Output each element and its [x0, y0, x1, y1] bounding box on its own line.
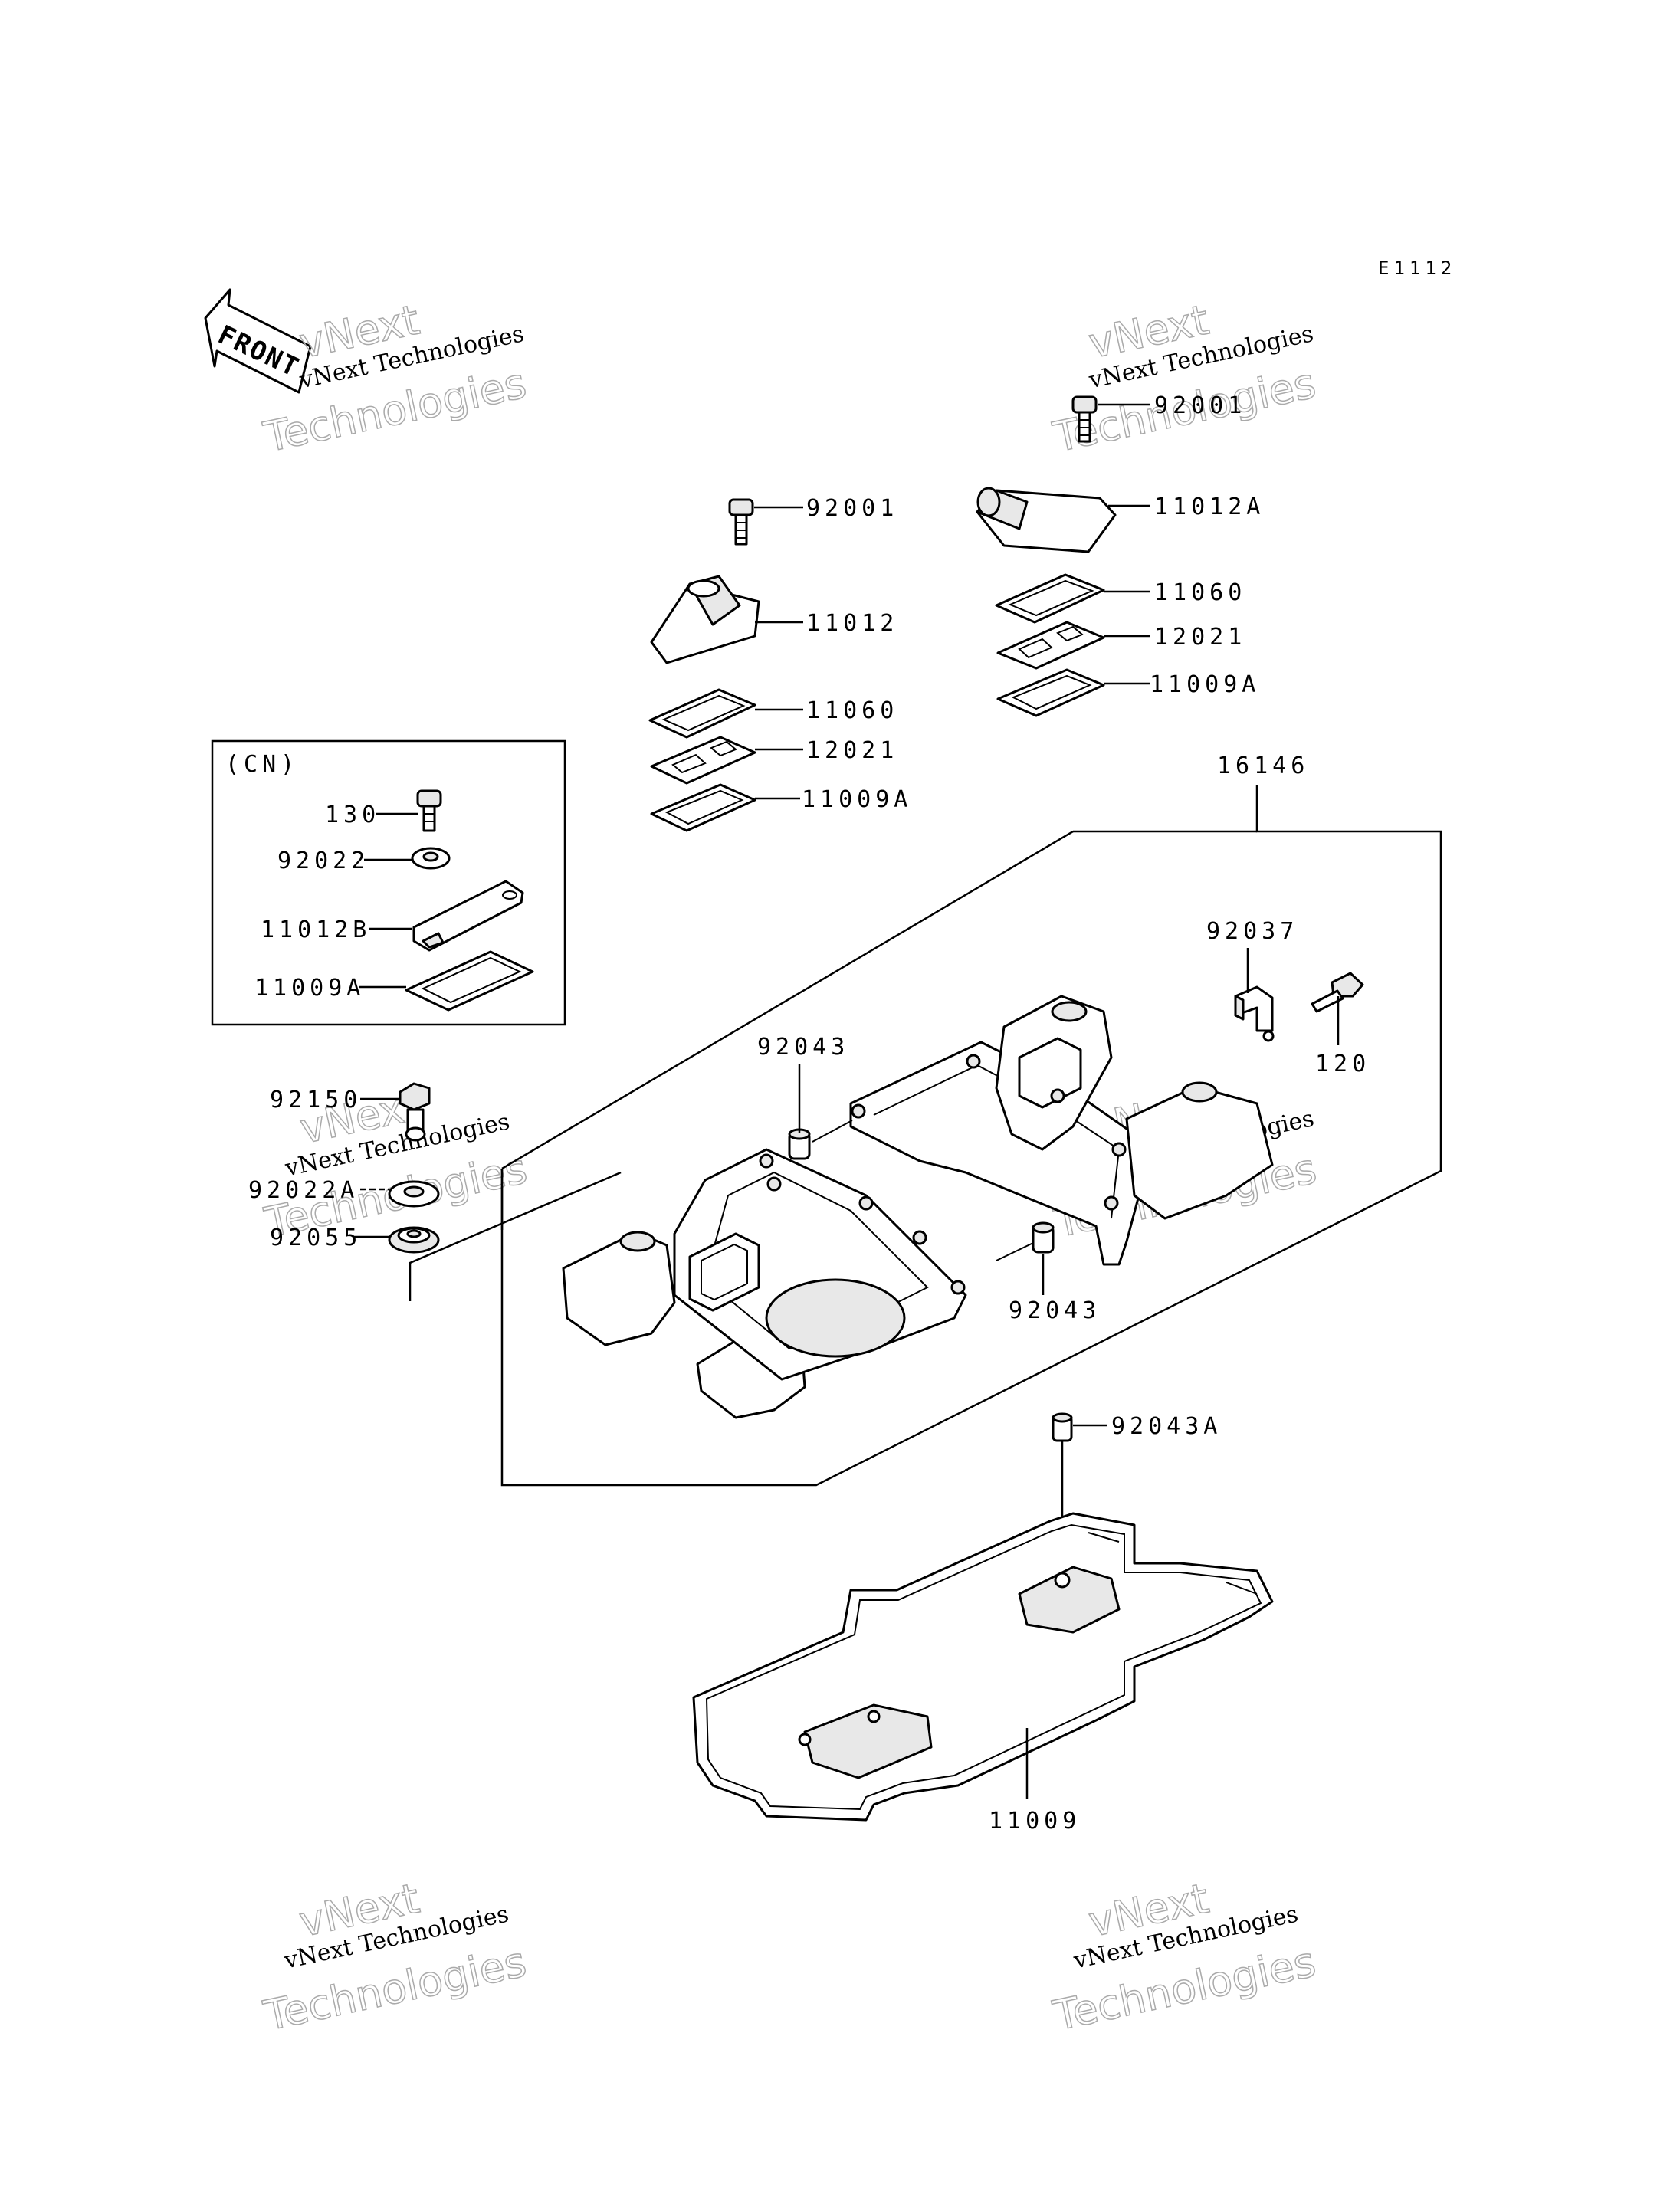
bolt-92150: [399, 1082, 431, 1142]
bolt-120: [1311, 972, 1364, 1013]
label-92037: 92037: [1206, 918, 1298, 945]
diagram-code: E1112: [1378, 257, 1456, 279]
label-92022A: 92022A: [248, 1177, 359, 1204]
watermark-bottom-left: vNext vNext Technologies Technologies: [259, 1874, 531, 2041]
watermark-top-right: vNext vNext Technologies Technologies: [1048, 295, 1321, 462]
label-11012A: 11012A: [1154, 494, 1265, 520]
cover-11012B: [412, 880, 524, 952]
cover-11012: [650, 575, 760, 664]
gasket-11009A-inset: [405, 950, 534, 1012]
label-92043-b: 92043: [1009, 1297, 1101, 1324]
label-11012B: 11012B: [261, 917, 371, 943]
bolt-92001-top: [1071, 395, 1098, 443]
label-12021-right: 12021: [1154, 624, 1246, 651]
gasket-11009: [692, 1512, 1274, 1822]
gasket-11009A-left: [650, 783, 756, 832]
cover-11012A: [976, 487, 1117, 553]
plate-12021-left: [650, 736, 756, 785]
dowel-92043-a: [788, 1128, 811, 1160]
label-92043A: 92043A: [1111, 1413, 1222, 1440]
label-92055: 92055: [270, 1225, 362, 1251]
dowel-92043A: [1052, 1412, 1073, 1442]
inset-box-cn: [211, 739, 566, 1026]
label-16146: 16146: [1217, 753, 1309, 779]
plate-12021-right: [996, 621, 1105, 670]
label-120: 120: [1315, 1051, 1370, 1077]
label-11009A-right: 11009A: [1150, 671, 1260, 698]
watermark-bottom-right: vNext vNext Technologies Technologies: [1048, 1874, 1321, 2041]
label-11009A-inset: 11009A: [254, 975, 365, 1002]
label-11060-left: 11060: [806, 697, 898, 724]
label-92043-a: 92043: [757, 1034, 849, 1061]
head-cover-main: [562, 995, 1274, 1419]
front-arrow-icon: FRONT: [204, 288, 312, 394]
label-11012: 11012: [806, 610, 898, 637]
label-11009: 11009: [989, 1808, 1081, 1835]
gasket-11060-left: [648, 688, 756, 739]
gasket-11060-right: [995, 573, 1105, 624]
label-130: 130: [325, 802, 380, 828]
label-11060-right: 11060: [1154, 579, 1246, 606]
washer-92022: [411, 847, 451, 870]
washer-92022A: [388, 1180, 440, 1208]
bolt-92001-mid: [728, 498, 754, 546]
inset-label-cn: (CN): [225, 751, 299, 778]
sub-bracket: [409, 1171, 622, 1301]
clip-92037: [1234, 985, 1275, 1042]
label-92022: 92022: [277, 848, 369, 874]
grommet-92055: [388, 1226, 440, 1254]
label-11009A-left: 11009A: [802, 786, 912, 813]
label-92001-top: 92001: [1154, 392, 1246, 419]
label-92150: 92150: [270, 1087, 362, 1113]
label-12021-left: 12021: [806, 737, 898, 764]
gasket-11009A-right: [996, 668, 1105, 717]
bolt-130: [416, 789, 442, 832]
dowel-92043-b: [1032, 1221, 1055, 1254]
label-92001-mid: 92001: [806, 495, 898, 522]
